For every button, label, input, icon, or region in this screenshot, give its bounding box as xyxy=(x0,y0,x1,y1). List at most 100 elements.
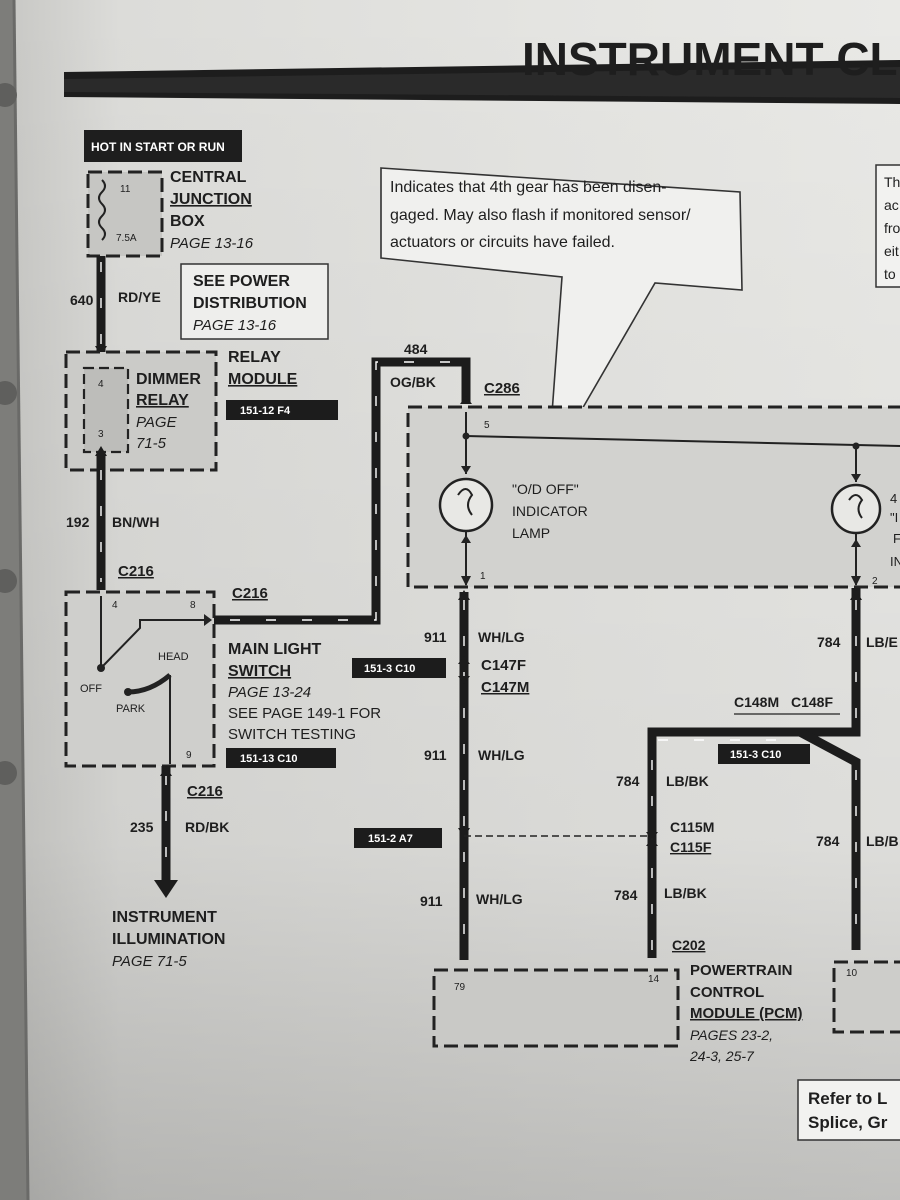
wire-784-number-far: 784 xyxy=(816,833,840,849)
switch-pin-4: 4 xyxy=(112,600,118,611)
relay-module-label-2: MODULE xyxy=(228,371,298,388)
relay-module: 4 3 DIMMER RELAY PAGE 71-5 RELAY MODULE … xyxy=(64,349,338,472)
dimmer-label-1: DIMMER xyxy=(136,371,201,388)
wire-640-number: 640 xyxy=(70,292,94,308)
instrument-cluster: 5 1 "O/D OFF" INDICATOR LAMP 2 4 "I F IN xyxy=(406,392,900,589)
cjb-label-3: BOX xyxy=(170,213,205,230)
wire-911-number-1: 911 xyxy=(424,629,447,645)
switch-off: OFF xyxy=(80,683,102,695)
note-line-2: gaged. May also flash if monitored senso… xyxy=(390,207,691,224)
power-distribution-box: SEE POWER DISTRIBUTION PAGE 13-16 xyxy=(180,263,329,340)
right-note-box: Th ac fro eit to xyxy=(875,164,900,288)
ref-badge-1 xyxy=(352,658,446,678)
lamp-label-2: INDICATOR xyxy=(512,503,588,519)
relay-ref: 151-12 F4 xyxy=(240,405,291,417)
refer-line-2: Splice, Gr xyxy=(808,1113,888,1132)
switch-park: PARK xyxy=(116,703,146,715)
dimmer-label-2: RELAY xyxy=(136,392,189,409)
illum-label-1: INSTRUMENT xyxy=(112,909,217,926)
power-dist-page: PAGE 13-16 xyxy=(193,317,277,334)
connector-c286: C286 xyxy=(484,380,520,397)
ref-badge-2 xyxy=(718,744,810,764)
switch-ref: 151-13 C10 xyxy=(240,753,298,765)
hot-banner: HOT IN START OR RUN xyxy=(84,130,242,162)
lamp-bulb-icon xyxy=(438,477,494,533)
connector-c216-bottom: C216 xyxy=(187,783,223,800)
switch-label-2: SWITCH xyxy=(228,663,291,680)
wire-235: C216 235 RD/BK INSTRUMENT ILLUMINATION P… xyxy=(112,766,229,970)
ref-2: 151-3 C10 xyxy=(730,749,781,761)
pcm-pages-2: 24-3, 25-7 xyxy=(689,1048,755,1064)
ref-badge-3 xyxy=(354,828,442,848)
right-lamp-label-3: F xyxy=(893,531,900,546)
wire-784-color-right: LB/E xyxy=(866,634,898,650)
wire-484: 484 OG/BK C286 xyxy=(214,341,520,625)
switch-page: PAGE 13-24 xyxy=(228,684,311,701)
pcm-pages-1: PAGES 23-2, xyxy=(690,1027,773,1043)
wire-192: 192 BN/WH C216 xyxy=(66,446,159,590)
connector-c148m: C148M xyxy=(734,694,779,710)
wire-784-number-right: 784 xyxy=(817,634,841,650)
right-note-line-3: fro xyxy=(884,220,900,236)
right-note-line-2: ac xyxy=(884,197,899,213)
wire-784-color-1: LB/BK xyxy=(666,773,709,789)
right-lamp-label-2: "I xyxy=(890,510,898,525)
pcm-label-1: POWERTRAIN xyxy=(690,962,793,979)
dimmer-page-1: PAGE xyxy=(136,414,178,431)
pcm-label-2: CONTROL xyxy=(690,984,764,1001)
note-line-1: Indicates that 4th gear has been disen- xyxy=(390,179,667,196)
wire-235-color: RD/BK xyxy=(185,819,229,835)
illum-label-2: ILLUMINATION xyxy=(112,931,225,948)
switch-pin-9: 9 xyxy=(186,750,192,761)
right-note-line-1: Th xyxy=(884,174,900,190)
connector-c148f: C148F xyxy=(791,694,833,710)
connector-c147m: C147M xyxy=(481,679,529,696)
wire-484-color: OG/BK xyxy=(390,374,436,390)
right-lamp-bulb-icon xyxy=(830,483,882,535)
cjb-page: PAGE 13-16 xyxy=(170,235,254,252)
right-note-line-5: to xyxy=(884,266,896,282)
wire-911-color-2: WH/LG xyxy=(478,747,525,763)
note-callout: Indicates that 4th gear has been disen- … xyxy=(380,167,743,469)
wire-784-color-far: LB/B xyxy=(866,833,899,849)
connector-c216-right: C216 xyxy=(232,585,268,602)
cjb-label-2: JUNCTION xyxy=(170,191,252,208)
lamp-label-1: "O/D OFF" xyxy=(512,481,579,497)
wire-911-color-1: WH/LG xyxy=(478,629,525,645)
switch-head: HEAD xyxy=(158,651,189,663)
relay-pin-4: 4 xyxy=(98,379,104,390)
wire-911-number-2: 911 xyxy=(424,747,447,763)
wire-911-number-3: 911 xyxy=(420,893,443,909)
switch-pin-8: 8 xyxy=(190,600,196,611)
ref-3: 151-2 A7 xyxy=(368,833,413,845)
page-title: INSTRUMENT CL xyxy=(522,33,898,85)
header: INSTRUMENT CL xyxy=(64,33,900,104)
wire-235-number: 235 xyxy=(130,819,154,835)
fuse-icon xyxy=(98,179,106,241)
switch-ref-badge xyxy=(226,748,336,768)
pcm-module: 79 14 POWERTRAIN CONTROL MODULE (PCM) PA… xyxy=(432,960,900,1064)
cjb-pin: 11 xyxy=(120,184,131,195)
wire-784-color-2: LB/BK xyxy=(664,885,707,901)
connector-c147f: C147F xyxy=(481,657,526,674)
lamp-pin-5: 5 xyxy=(484,420,490,431)
power-dist-line-2: DISTRIBUTION xyxy=(193,295,307,312)
wire-784-number-2: 784 xyxy=(614,887,638,903)
pcm-pin-79: 79 xyxy=(454,982,466,993)
cjb-fuse-rating: 7.5A xyxy=(116,233,137,244)
right-module-pin-10: 10 xyxy=(846,968,858,979)
main-light-switch: 4 8 9 HEAD OFF PARK C216 MAIN LIGHT SWIT… xyxy=(64,585,381,768)
wire-192-color: BN/WH xyxy=(112,514,159,530)
switch-label-1: MAIN LIGHT xyxy=(228,641,322,658)
relay-ref-badge xyxy=(226,400,338,420)
switch-see-1: SEE PAGE 149-1 FOR xyxy=(228,705,381,722)
cjb-label-1: CENTRAL xyxy=(170,169,247,186)
lamp-label-3: LAMP xyxy=(512,525,550,541)
central-junction-box: 11 7.5A CENTRAL JUNCTION BOX PAGE 13-16 xyxy=(86,169,254,258)
wire-640: 640 RD/YE xyxy=(70,256,161,356)
illum-page: PAGE 71-5 xyxy=(112,953,187,970)
connector-c216-top: C216 xyxy=(118,563,154,580)
hot-banner-label: HOT IN START OR RUN xyxy=(91,140,225,154)
